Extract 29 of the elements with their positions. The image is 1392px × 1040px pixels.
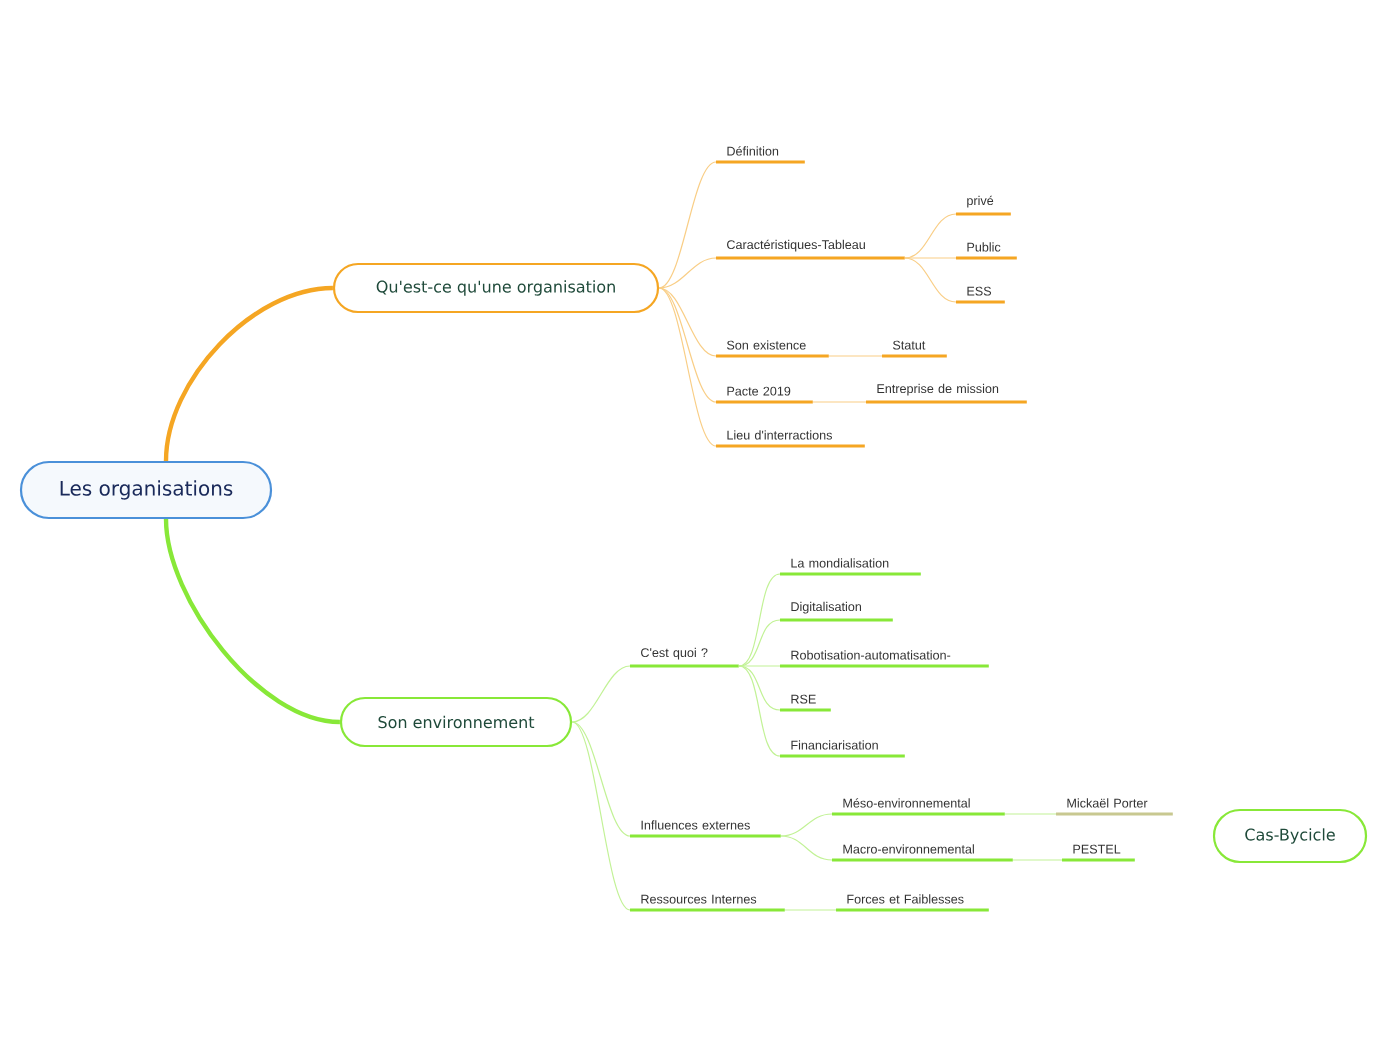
connector	[658, 257, 717, 289]
connector	[738, 619, 781, 667]
connector	[163, 518, 341, 725]
topic-box: Cas-Bycicle	[1212, 808, 1368, 864]
connector	[1012, 859, 1063, 861]
topic-box: Qu'est-ce qu'une organisation	[332, 262, 660, 314]
connector	[1004, 813, 1057, 815]
connector	[780, 813, 833, 837]
connector	[738, 665, 781, 667]
connector	[658, 287, 717, 357]
connector	[658, 161, 717, 289]
connector	[571, 721, 631, 911]
connector	[780, 835, 833, 861]
root-topic-box: Les organisations	[19, 460, 273, 520]
connector	[738, 665, 781, 711]
connector	[571, 721, 631, 837]
connector	[904, 213, 957, 259]
connector	[904, 257, 957, 259]
connector	[571, 665, 631, 723]
topic-box: Son environnement	[339, 696, 573, 748]
connector	[163, 285, 334, 462]
connector	[738, 573, 781, 667]
connector	[812, 401, 867, 403]
connector	[658, 287, 717, 447]
connector	[784, 909, 837, 911]
connector	[828, 355, 883, 357]
connector	[904, 257, 957, 303]
connector	[738, 665, 781, 757]
connector	[658, 287, 717, 403]
